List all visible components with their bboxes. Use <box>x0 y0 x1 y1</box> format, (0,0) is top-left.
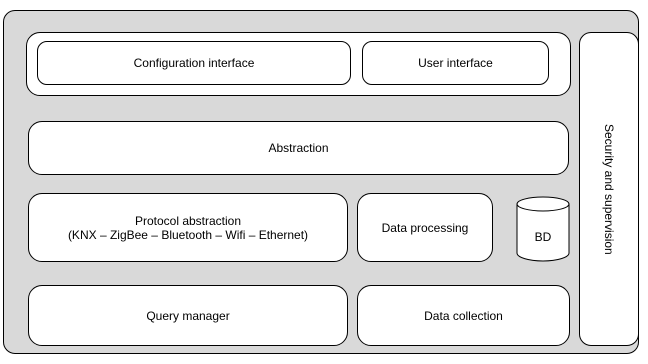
user-interface-label: User interface <box>418 56 493 70</box>
database-cylinder-icon <box>516 196 570 262</box>
protocol-abstraction-title: Protocol abstraction <box>134 213 242 228</box>
query-manager-box: Query manager <box>28 285 348 346</box>
security-supervision-box: Security and supervision <box>579 32 639 346</box>
protocol-abstraction-box: Protocol abstraction (KNX – ZigBee – Blu… <box>28 193 348 262</box>
abstraction-box: Abstraction <box>28 121 569 175</box>
data-processing-box: Data processing <box>357 193 493 262</box>
data-collection-label: Data collection <box>424 308 503 323</box>
data-collection-box: Data collection <box>357 285 570 346</box>
security-supervision-label: Security and supervision <box>602 123 616 255</box>
query-manager-label: Query manager <box>146 308 230 323</box>
abstraction-label: Abstraction <box>268 141 329 155</box>
data-processing-label: Data processing <box>381 220 469 235</box>
database-label: BD <box>534 230 552 244</box>
configuration-interface-box: Configuration interface <box>37 41 351 85</box>
configuration-interface-label: Configuration interface <box>133 56 255 70</box>
protocol-list: (KNX – ZigBee – Bluetooth – Wifi – Ether… <box>67 227 309 242</box>
user-interface-box: User interface <box>362 41 549 85</box>
